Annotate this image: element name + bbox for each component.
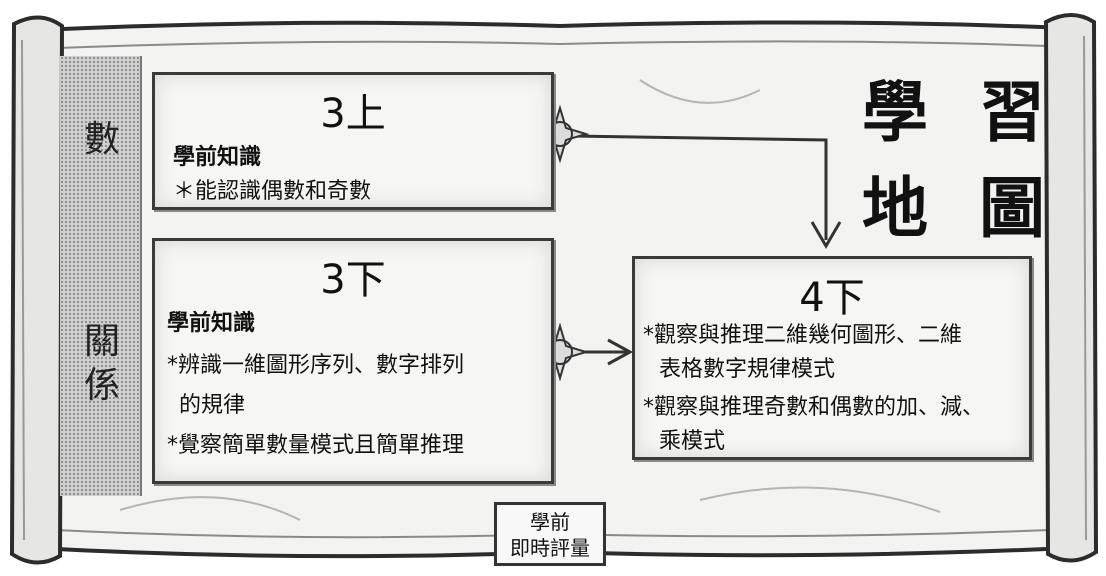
sidebar-bottom-label: 關係 (83, 321, 120, 406)
card-heading: 學前知識 (173, 145, 262, 170)
badge-line-2: 即時評量 (510, 536, 590, 560)
assessment-badge[interactable]: 學前 即時評量 (494, 502, 606, 566)
card-line: 乘模式 (659, 429, 726, 454)
map-title-line-2: 地 圖 (862, 169, 1059, 247)
card-grade-3-upper: 3上 學前知識 ＊能認識偶數和奇數 (152, 72, 554, 210)
card-line: *觀察與推理奇數和偶數的加、減、 (643, 395, 985, 420)
badge-line-1: 學前 (530, 510, 570, 534)
card-heading: 學前知識 (167, 311, 256, 336)
card-grade-3-lower: 3下 學前知識 *辨識一維圖形序列、數字排列 的規律 *覺察簡單數量模式且簡單推… (152, 238, 554, 484)
card-grade-label: 3下 (320, 257, 386, 303)
arrow-3a-to-4b (571, 134, 828, 240)
card-line: 表格數字規律模式 (659, 357, 836, 382)
card-line: 的規律 (179, 393, 246, 418)
card-line: ＊能認識偶數和奇數 (173, 179, 372, 204)
card-line: *觀察與推理二維幾何圖形、二維 (643, 323, 963, 348)
card-grade-label: 4下 (799, 275, 865, 321)
card-grade-4-lower: 4下 *觀察與推理二維幾何圖形、二維 表格數字規律模式 *觀察與推理奇數和偶數的… (632, 256, 1032, 460)
sidebar-band (60, 56, 142, 496)
card-line: *覺察簡單數量模式且簡單推理 (167, 433, 465, 458)
map-title-line-1: 學 習 (862, 73, 1059, 151)
sidebar-top-label: 數 (83, 119, 120, 160)
card-grade-label: 3上 (320, 91, 386, 137)
card-line: *辨識一維圖形序列、數字排列 (167, 353, 465, 378)
